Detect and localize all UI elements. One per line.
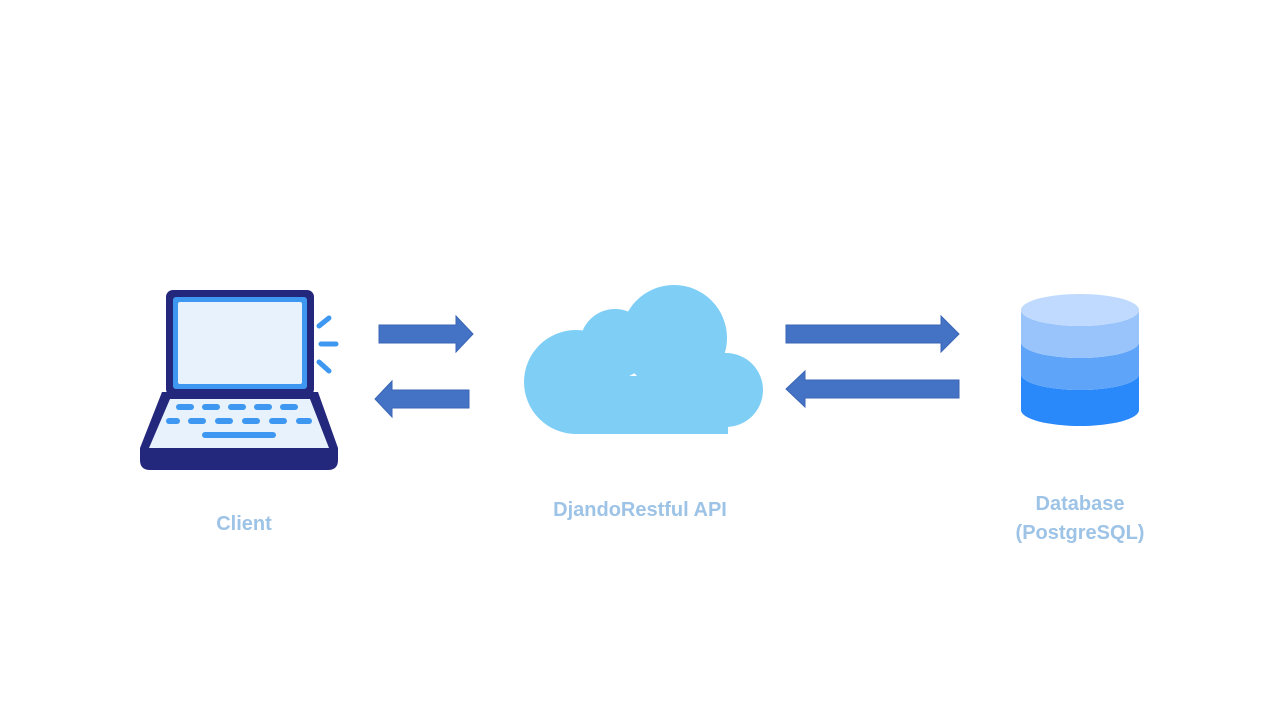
laptop-keyboard-deck — [149, 399, 329, 448]
laptop-keys — [166, 404, 312, 438]
api-label: DjandoRestful API — [553, 499, 727, 521]
arrow-database-to-api — [785, 370, 960, 408]
cloud-icon — [524, 285, 763, 434]
arrow-client-to-api — [378, 315, 474, 353]
database-label-line1: Database — [1035, 493, 1125, 515]
arrow-api-to-database — [785, 315, 960, 353]
database-label-line2: (PostgreSQL) — [1015, 522, 1145, 544]
laptop-screen-display — [178, 302, 302, 384]
laptop-signal-rays — [316, 315, 339, 374]
database-label: Database (PostgreSQL) — [980, 490, 1180, 548]
client-label: Client — [216, 513, 272, 535]
database-icon — [1021, 294, 1139, 426]
arrow-api-to-client — [374, 380, 470, 418]
laptop-icon — [140, 290, 339, 470]
